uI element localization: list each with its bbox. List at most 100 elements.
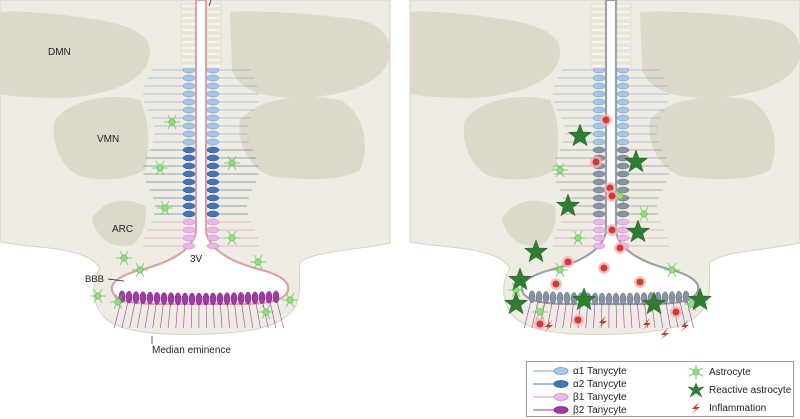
tanycyte-cell: [182, 98, 196, 106]
astrocyte: [664, 262, 680, 278]
arc-nucleus: [92, 200, 146, 247]
legend-label-beta2: β2 Tanycyte: [573, 404, 627, 416]
tanycyte-layer-right: [553, 3, 669, 250]
legend-item-astrocyte: Astrocyte: [687, 365, 751, 379]
astrocyte-body: [168, 118, 176, 126]
ependymal-cell: [180, 45, 196, 51]
beta2-cell: [549, 291, 557, 304]
tanycyte-cell: [182, 194, 196, 202]
ependymal-cell: [180, 9, 196, 15]
reactive-astrocyte: [507, 267, 533, 291]
astrocyte: [570, 230, 586, 246]
legend-item-reactive-astrocyte: Reactive astrocyte: [687, 383, 791, 397]
legend-label-alpha2: α2 Tanycyte: [573, 378, 627, 390]
tanycyte-cell: [182, 130, 196, 138]
legend-item-beta1: β1 Tanycyte: [533, 390, 627, 404]
astrocyte-body: [574, 234, 582, 242]
ependymal-cell: [616, 63, 632, 69]
tanycyte-cell: [206, 186, 220, 194]
ependymal-cell: [180, 57, 196, 63]
blood-vessel: [672, 308, 680, 316]
ependymal-cell: [206, 15, 222, 21]
panel-healthy: DMN VMN ARC 3V BBB Median eminence: [0, 0, 391, 356]
tanycyte-cell: [592, 146, 606, 154]
tanycyte-cell: [592, 170, 606, 178]
tanycyte-cell: [592, 202, 606, 210]
astrocyte-body: [136, 266, 144, 274]
legend-item-beta2: β2 Tanycyte: [533, 403, 627, 417]
beta2-cell: [272, 290, 280, 304]
blood-vessel: [616, 244, 624, 252]
tanycyte-cell: [182, 226, 196, 234]
tanycyte-cell: [592, 98, 606, 106]
beta2-cell: [146, 291, 154, 305]
ependymal-cell: [616, 9, 632, 15]
beta2-cell: [125, 290, 133, 304]
beta2-cell: [195, 292, 203, 306]
astrocyte: [258, 304, 274, 320]
tanycyte-cell: [592, 74, 606, 82]
tanycyte-cell: [182, 210, 196, 218]
legend-label-reactive-astrocyte: Reactive astrocyte: [709, 384, 792, 396]
legend-label-beta1: β1 Tanycyte: [573, 391, 627, 403]
bbb-label: BBB: [85, 274, 104, 285]
astrocyte: [224, 155, 240, 171]
ependymal-cell: [180, 21, 196, 27]
tanycyte-cell: [182, 234, 196, 242]
ependymal-cell: [206, 9, 222, 15]
tanycyte-cell: [182, 146, 196, 154]
blood-vessel: [536, 320, 544, 328]
median-eminence-label: Median eminence: [152, 345, 231, 356]
tanycyte-cell: [592, 90, 606, 98]
reactive-astrocyte: [625, 219, 651, 243]
tanycyte-cell: [206, 202, 220, 210]
inflammation-mark: [642, 318, 651, 330]
tanycyte-cell: [206, 90, 220, 98]
tanycyte-cell: [592, 226, 606, 234]
tanycyte-cell: [206, 122, 220, 130]
ependymal-cell: [616, 15, 632, 21]
vmn-label: VMN: [97, 134, 119, 145]
arc-label: ARC: [112, 224, 133, 235]
beta2-cell: [556, 291, 564, 305]
tanycyte-cell: [616, 170, 630, 178]
alpha1-tanycyte-icon: [533, 367, 569, 375]
ependymal-cell: [206, 51, 222, 57]
ependymal-cell: [590, 51, 606, 57]
blood-vessel: [608, 192, 616, 200]
beta2-cell: [563, 292, 571, 305]
astrocyte-body: [94, 292, 102, 300]
tanycyte-cell: [592, 218, 606, 226]
tanycyte-cell: [206, 146, 220, 154]
panel-diseased: [409, 0, 800, 340]
bbb-pointer: [107, 278, 125, 282]
astrocyte: [132, 262, 148, 278]
beta2-cell: [202, 292, 210, 306]
inflammation-mark: [598, 316, 607, 328]
tanycyte-cell: [616, 114, 630, 122]
tanycyte-cell: [616, 162, 630, 170]
tanycyte-cell: [182, 138, 196, 146]
blood-vessel: [602, 116, 610, 124]
nucleus-r5: [649, 96, 775, 180]
blood-vessel: [600, 264, 608, 272]
top-pointer: [208, 0, 212, 7]
tanycyte-cell: [616, 178, 630, 186]
ependymal-cell: [180, 33, 196, 39]
tanycyte-cell: [182, 122, 196, 130]
tanycyte-cell: [206, 74, 220, 82]
inflammation-mark: [680, 320, 689, 332]
beta2-cell: [216, 292, 224, 306]
beta2-cell: [258, 291, 266, 304]
ependymal-cell: [590, 21, 606, 27]
tanycyte-cell: [592, 234, 606, 242]
astrocyte-body: [556, 266, 564, 274]
astrocyte: [224, 230, 240, 246]
ependymal-cell: [616, 27, 632, 33]
beta2-tanycyte-layer-left: [113, 290, 284, 329]
astrocyte-body: [120, 254, 128, 262]
beta2-cell: [153, 292, 161, 305]
beta2-cell: [542, 291, 550, 304]
reactive-astrocyte: [641, 291, 667, 315]
astrocyte: [282, 292, 298, 308]
